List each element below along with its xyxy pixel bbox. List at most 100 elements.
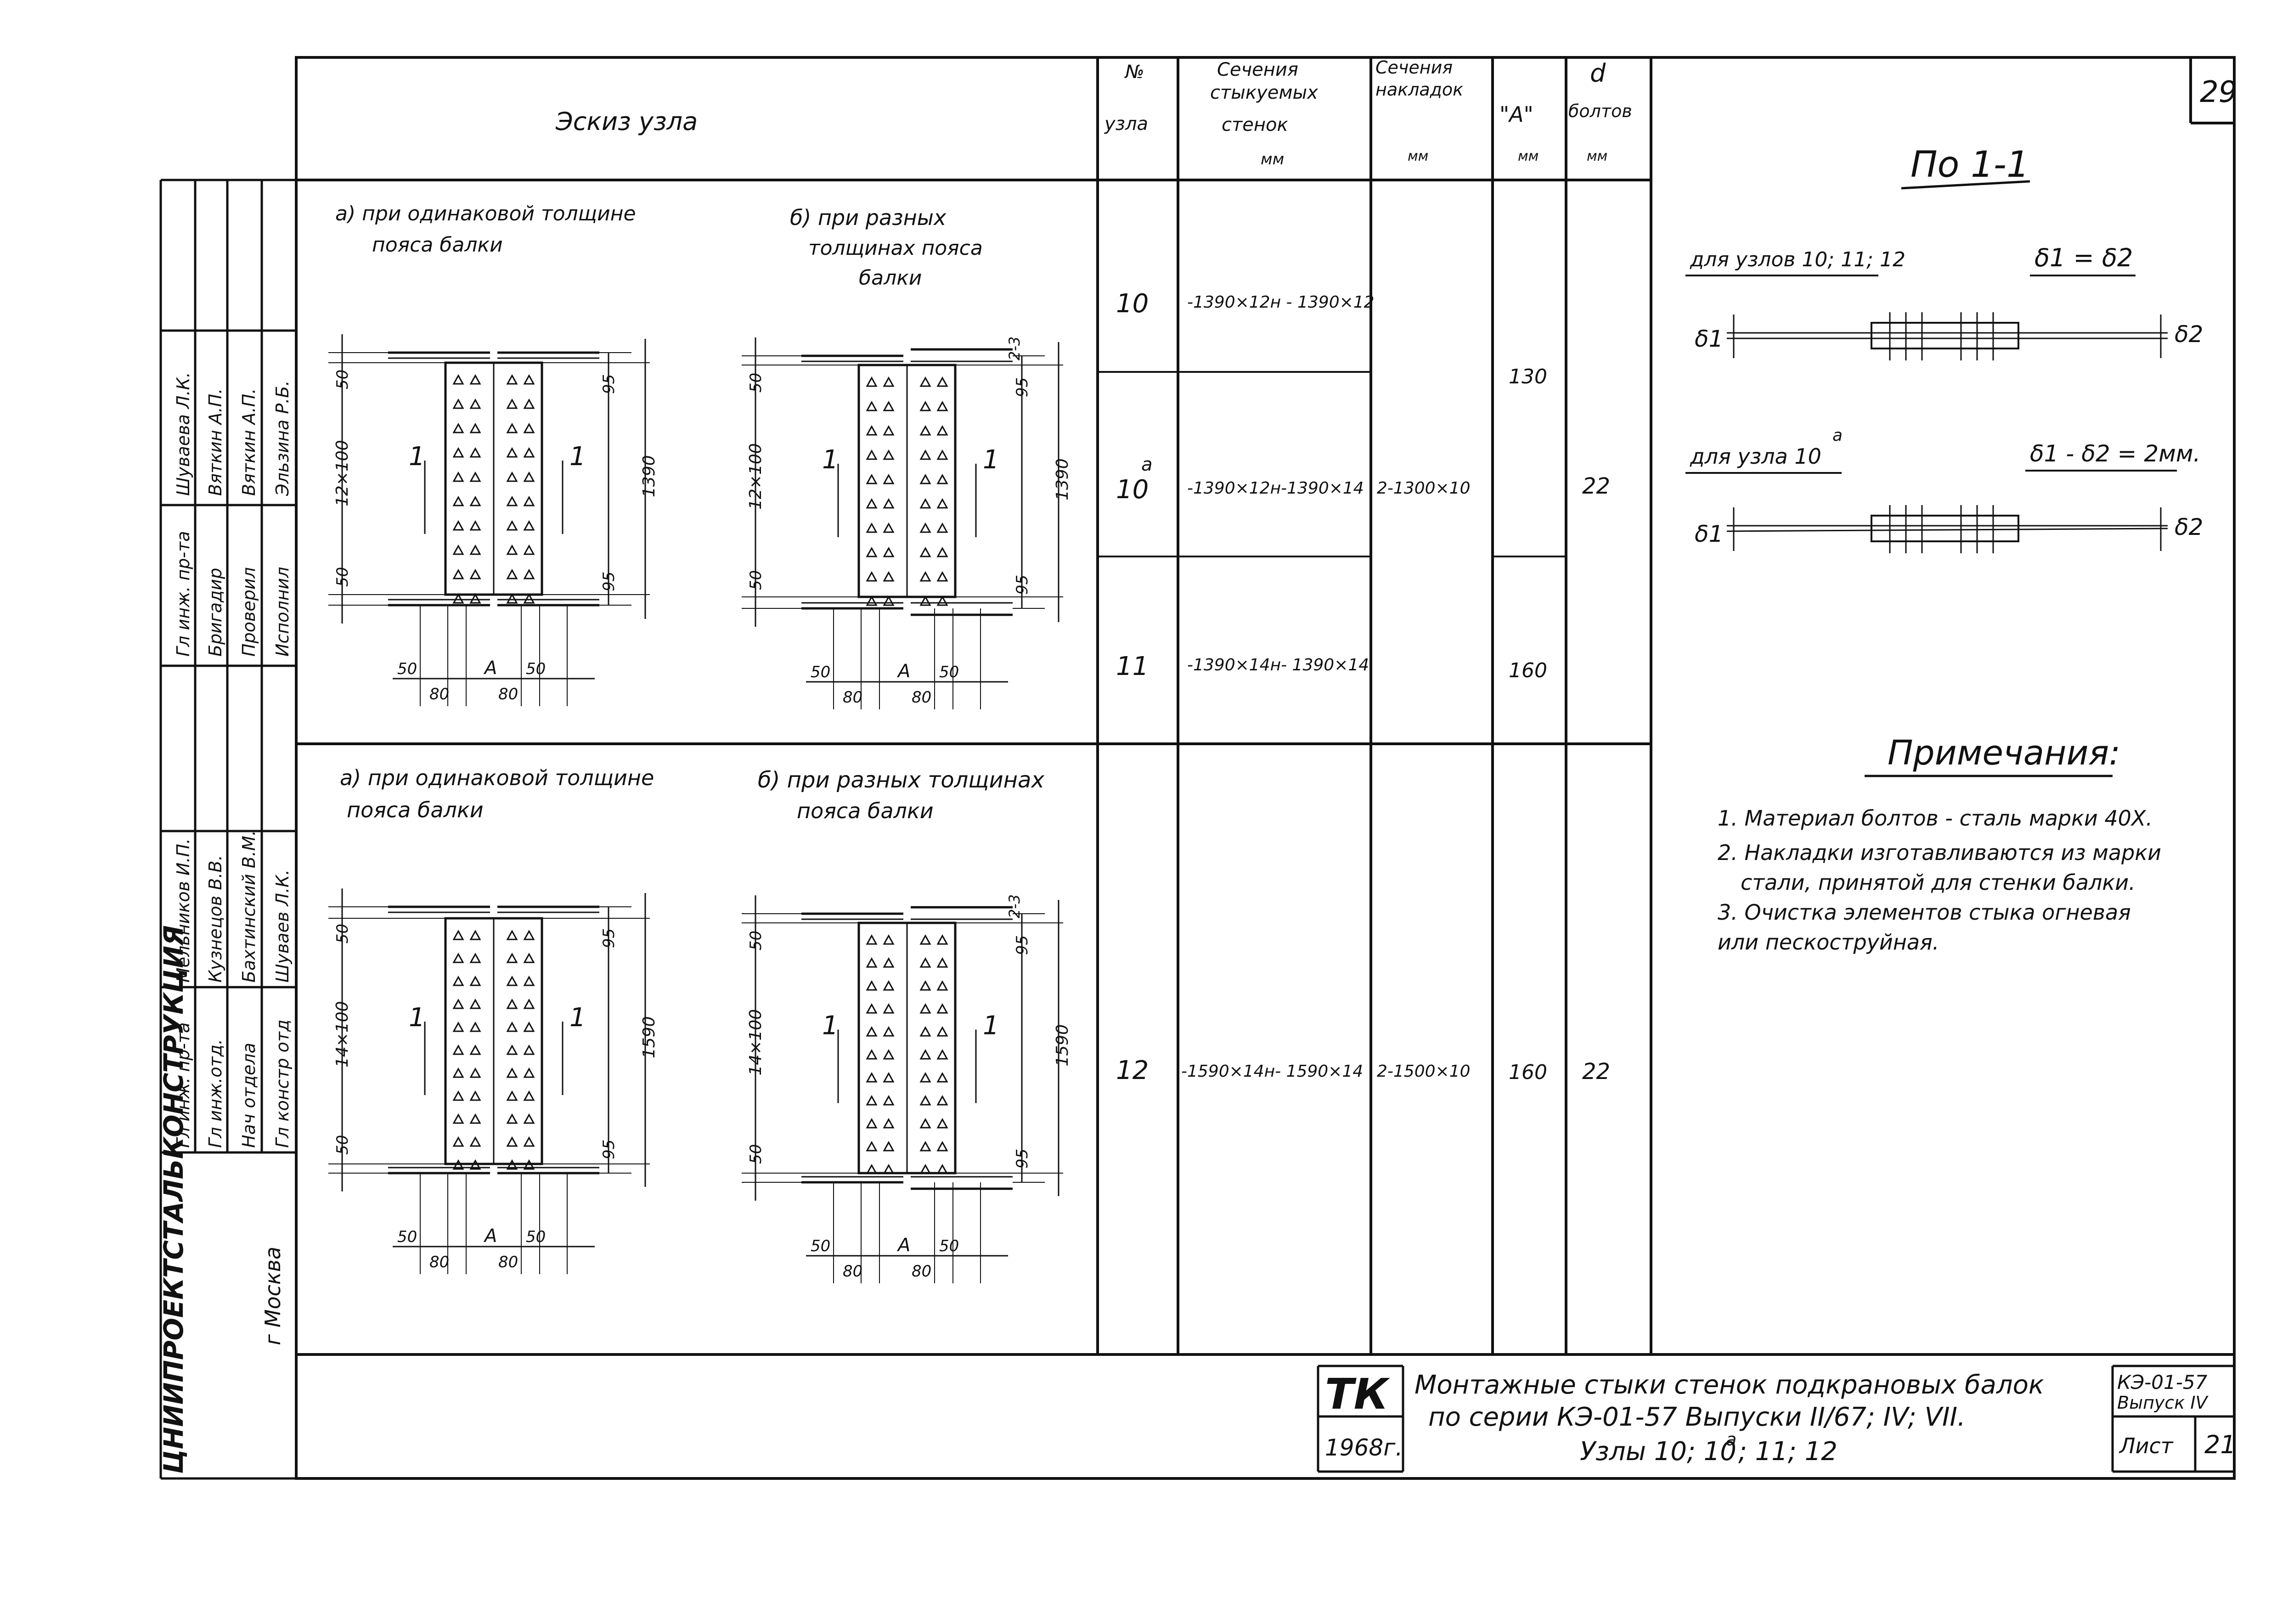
cell-web: -1390×14н- 1390×14 bbox=[1187, 656, 1369, 674]
caption-row1-right-2: толщинах пояса bbox=[808, 236, 983, 260]
sheet-corner-number: 29 bbox=[2200, 75, 2237, 109]
bolt-mark bbox=[936, 1072, 948, 1083]
dimension-label: 50 bbox=[747, 1144, 765, 1164]
bolt-mark bbox=[469, 1021, 481, 1032]
dimension-label: A bbox=[896, 1235, 910, 1256]
dimension-label: 50 bbox=[397, 1228, 417, 1246]
bolt-mark bbox=[936, 522, 948, 533]
caption-row1-right-3: балки bbox=[859, 266, 922, 290]
bolt-mark bbox=[936, 473, 948, 484]
caption-row2-left-2: пояса балки bbox=[347, 798, 484, 822]
header-a-2: мм bbox=[1518, 148, 1538, 164]
cell-web: -1390×12н - 1390×12 bbox=[1187, 293, 1375, 312]
stamp-name: Кузнецов В.В. bbox=[205, 855, 225, 983]
bolt-mark bbox=[936, 1026, 948, 1037]
bolt-mark bbox=[936, 546, 948, 557]
header-node-1: № bbox=[1124, 62, 1144, 83]
bolt-mark bbox=[523, 952, 535, 963]
cell-d: 22 bbox=[1582, 473, 1610, 499]
bolt-mark bbox=[506, 998, 518, 1009]
note-item: 3. Очистка элементов стыка огневая bbox=[1718, 900, 2131, 925]
section-mark: 1 bbox=[822, 1011, 839, 1041]
stamp-role: Нач отдела bbox=[239, 1043, 259, 1148]
bolt-mark bbox=[469, 544, 481, 555]
section-mark: 1 bbox=[983, 1011, 999, 1041]
bolt-mark bbox=[883, 1072, 895, 1083]
bolt-mark bbox=[936, 425, 948, 436]
dimension-label: 2-3 bbox=[1006, 337, 1023, 360]
bolt-mark bbox=[469, 471, 481, 482]
bolt-mark bbox=[883, 595, 895, 606]
bolt-mark bbox=[919, 1072, 931, 1083]
bolt-mark bbox=[883, 1049, 895, 1060]
stamp-city: г Москва bbox=[260, 1247, 285, 1345]
bolt-mark bbox=[883, 449, 895, 460]
bolt-mark bbox=[452, 568, 464, 579]
bolt-mark bbox=[523, 471, 535, 482]
bolt-mark bbox=[919, 1049, 931, 1060]
issue-label: Выпуск IV bbox=[2117, 1393, 2209, 1413]
dimension-label: 95 bbox=[600, 374, 618, 394]
bolt-mark bbox=[506, 1113, 518, 1124]
bolt-mark bbox=[866, 1049, 878, 1060]
cell-plates: 2-1500×10 bbox=[1377, 1062, 1470, 1081]
bolt-mark bbox=[919, 571, 931, 582]
bolt-mark bbox=[469, 422, 481, 433]
bolt-mark bbox=[469, 975, 481, 986]
dimension-label: A bbox=[896, 661, 910, 682]
stamp-role: Гл инж. пр-та bbox=[173, 531, 193, 657]
bolt-mark bbox=[469, 568, 481, 579]
dimension-label: 14×100 bbox=[746, 1009, 765, 1076]
bolt-mark bbox=[523, 929, 535, 940]
bolt-mark bbox=[883, 546, 895, 557]
caption-row2-right-2: пояса балки bbox=[797, 798, 934, 823]
header-web-1: Сечения bbox=[1217, 59, 1298, 80]
bolt-mark bbox=[866, 1141, 878, 1152]
case2-label-sup: a bbox=[1832, 426, 1843, 445]
bolt-mark bbox=[469, 593, 481, 604]
stamp-role: Бригадир bbox=[205, 568, 225, 657]
bolt-mark bbox=[523, 520, 535, 531]
bolt-mark bbox=[936, 934, 948, 945]
bolt-mark bbox=[469, 1067, 481, 1078]
bolt-mark bbox=[469, 1113, 481, 1124]
section-1-1: По 1-1 для узлов 10; 11; 12 δ1 = δ2 для … bbox=[1685, 144, 2203, 553]
notes-title-group: Примечания: bbox=[1865, 733, 2120, 777]
bolt-mark bbox=[523, 495, 535, 506]
section-mark: 1 bbox=[822, 445, 839, 475]
dimension-label: 80 bbox=[498, 1253, 518, 1271]
bolt-mark bbox=[883, 980, 895, 991]
bolt-mark bbox=[452, 398, 464, 409]
case2-label: для узла 10 bbox=[1690, 444, 1821, 469]
dimension-label: 1390 bbox=[640, 455, 659, 497]
bolt-mark bbox=[506, 398, 518, 409]
bolt-mark bbox=[936, 595, 948, 606]
cell-node-sup: a bbox=[1141, 454, 1153, 475]
bolt-mark bbox=[936, 957, 948, 968]
header-web-2: стыкуемых bbox=[1210, 82, 1318, 103]
bolt-mark bbox=[523, 544, 535, 555]
bolt-mark bbox=[452, 471, 464, 482]
bolt-mark bbox=[469, 495, 481, 506]
dimension-label: 80 bbox=[912, 1262, 931, 1281]
caption-row2-right-1: б) при разных толщинах bbox=[758, 767, 1044, 793]
section-mark: 1 bbox=[409, 1003, 425, 1033]
header-web-4: мм bbox=[1261, 150, 1284, 169]
bolt-mark bbox=[506, 1159, 518, 1170]
bolt-mark bbox=[919, 473, 931, 484]
dimension-label: 95 bbox=[600, 1140, 618, 1159]
bolt-mark bbox=[452, 495, 464, 506]
bolt-mark bbox=[883, 425, 895, 436]
notes-title: Примечания: bbox=[1888, 733, 2120, 773]
dimension-label: 1590 bbox=[640, 1016, 659, 1058]
header-d-2: болтов bbox=[1568, 101, 1632, 121]
bolt-mark bbox=[506, 593, 518, 604]
dimension-label: 50 bbox=[747, 931, 765, 950]
bolt-mark bbox=[866, 400, 878, 411]
bolt-mark bbox=[506, 495, 518, 506]
bolt-mark bbox=[866, 571, 878, 582]
bolt-mark bbox=[919, 957, 931, 968]
